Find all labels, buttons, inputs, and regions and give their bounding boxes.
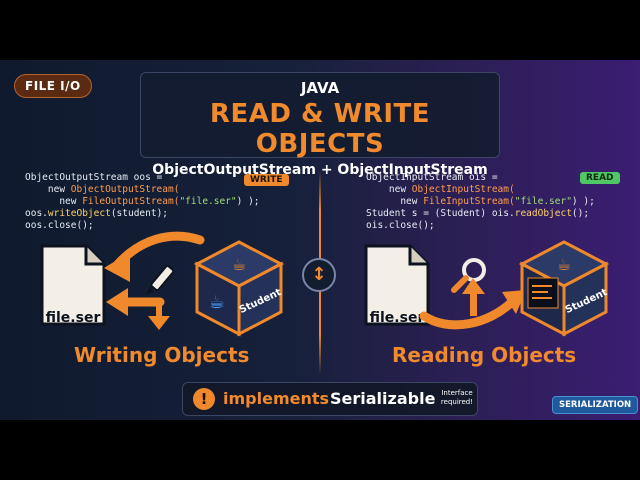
title-box: JAVA READ & WRITE OBJECTS ObjectOutputSt… (140, 72, 500, 178)
title-main: READ & WRITE OBJECTS (209, 99, 431, 159)
implements-keyword: implements (223, 389, 330, 408)
read-code-line4-suffix: (); (571, 208, 590, 219)
read-code-line4-method: readObject (514, 208, 572, 219)
serializable-name: Serializable (330, 389, 436, 408)
warning-icon: ! (193, 388, 215, 410)
file-ser-icon-left (40, 244, 106, 326)
write-code-line2-class: ObjectOutputStream( (70, 184, 180, 195)
read-code-line4-prefix: Student s = (Student) ois. (366, 208, 515, 219)
file-ser-label-right: file.ser (369, 310, 425, 326)
read-code-line3-suffix: ) ); (571, 196, 595, 207)
svg-text:☕: ☕ (232, 255, 246, 274)
student-object-cube-right: ☕ (518, 240, 610, 337)
write-code-line3-suffix: ) ); (236, 196, 260, 207)
writing-objects-title: Writing Objects (74, 343, 250, 367)
write-code-line1: ObjectOutputStream oos = (25, 172, 163, 183)
implements-serializable-box: ! implements Serializable Interface requ… (182, 382, 478, 416)
down-arrow-icon (148, 298, 170, 330)
write-code-line5: oos.close(); (25, 220, 94, 231)
read-code-line3-class: FileInputStream( (423, 196, 515, 207)
student-object-cube-left: ☕ ☕ (193, 240, 285, 337)
write-arrow-icon (104, 231, 205, 316)
write-code-line4-method: writeObject (47, 208, 111, 219)
letterbox-bottom (0, 420, 640, 480)
read-code-line3-prefix: new (366, 196, 424, 207)
pencil-icon (146, 264, 175, 294)
title-language: JAVA (300, 79, 340, 97)
write-code-line2-prefix: new (25, 184, 71, 195)
read-arrow-icon (419, 278, 526, 330)
file-io-tag: FILE I/O (14, 74, 92, 98)
read-code-block: ObjectInputStream ois = new ObjectInputS… (366, 172, 595, 232)
thumbnail-canvas: FILE I/O JAVA READ & WRITE OBJECTS Objec… (0, 60, 640, 420)
serialization-tag: SERIALIZATION (552, 396, 639, 414)
write-code-line4-suffix: (student); (110, 208, 169, 219)
swap-arrows-icon: ↕ (302, 258, 336, 292)
read-badge: READ (580, 172, 620, 184)
write-code-line3-class: FileOutputStream( (82, 196, 180, 207)
read-code-line3-string: "file.ser" (514, 196, 572, 207)
write-code-block: ObjectOutputStream oos = new ObjectOutpu… (25, 172, 260, 232)
interface-required-note: Interface required! (440, 389, 474, 406)
letterbox-top (0, 0, 640, 60)
svg-text:☕: ☕ (209, 292, 225, 313)
write-code-line3-prefix: new (25, 196, 83, 207)
file-ser-label-left: file.ser (45, 310, 101, 326)
reading-objects-title: Reading Objects (392, 343, 577, 367)
read-code-line2-class: ObjectInputStream( (411, 184, 515, 195)
write-code-line3-string: "file.ser" (179, 196, 237, 207)
svg-text:☕: ☕ (557, 255, 571, 274)
read-code-line2-prefix: new (366, 184, 412, 195)
file-ser-icon-right (364, 244, 430, 326)
write-badge: WRITE (244, 174, 289, 186)
read-code-line5: ois.close(); (366, 220, 435, 231)
write-code-line4-object: oos. (25, 208, 48, 219)
read-code-line1: ObjectInputStream ois = (366, 172, 498, 183)
